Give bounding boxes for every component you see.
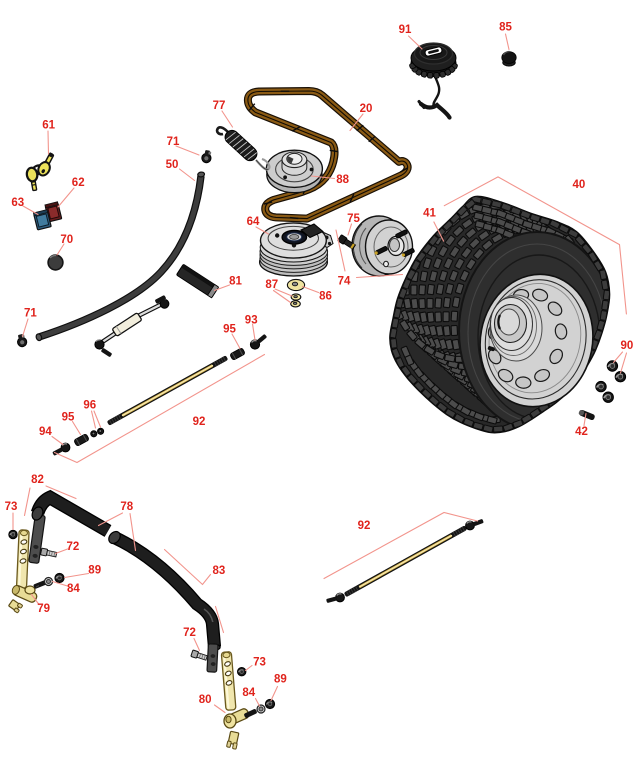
svg-text:77: 77: [213, 100, 226, 112]
svg-text:20: 20: [360, 103, 373, 115]
svg-text:90: 90: [621, 340, 634, 352]
svg-text:72: 72: [67, 541, 80, 553]
svg-text:73: 73: [5, 501, 18, 513]
svg-text:62: 62: [72, 177, 85, 189]
svg-text:92: 92: [358, 520, 371, 532]
svg-text:79: 79: [37, 603, 50, 615]
svg-text:83: 83: [213, 565, 226, 577]
svg-text:61: 61: [42, 120, 55, 132]
svg-text:88: 88: [336, 174, 349, 186]
svg-text:81: 81: [229, 276, 242, 288]
svg-text:85: 85: [499, 22, 512, 34]
svg-text:74: 74: [338, 276, 351, 288]
svg-text:92: 92: [193, 416, 206, 428]
svg-text:89: 89: [88, 565, 101, 577]
svg-text:86: 86: [319, 291, 332, 303]
svg-text:96: 96: [83, 400, 96, 412]
svg-text:72: 72: [183, 627, 196, 639]
svg-text:87: 87: [265, 279, 278, 291]
svg-text:84: 84: [242, 687, 255, 699]
svg-text:63: 63: [11, 197, 24, 209]
svg-text:40: 40: [573, 179, 586, 191]
svg-text:78: 78: [120, 501, 133, 513]
svg-text:71: 71: [167, 136, 180, 148]
svg-text:75: 75: [347, 213, 360, 225]
svg-text:89: 89: [274, 674, 287, 686]
svg-text:84: 84: [67, 583, 80, 595]
svg-text:95: 95: [223, 324, 236, 336]
svg-text:91: 91: [399, 24, 412, 36]
svg-text:80: 80: [199, 694, 212, 706]
svg-text:71: 71: [24, 308, 37, 320]
svg-text:50: 50: [166, 159, 179, 171]
svg-text:94: 94: [39, 426, 52, 438]
svg-text:95: 95: [62, 412, 75, 424]
svg-text:93: 93: [245, 314, 258, 326]
svg-text:41: 41: [423, 208, 436, 220]
svg-text:70: 70: [60, 234, 73, 246]
svg-text:42: 42: [575, 426, 588, 438]
svg-text:73: 73: [253, 657, 266, 669]
svg-text:82: 82: [31, 474, 44, 486]
svg-text:64: 64: [247, 216, 260, 228]
